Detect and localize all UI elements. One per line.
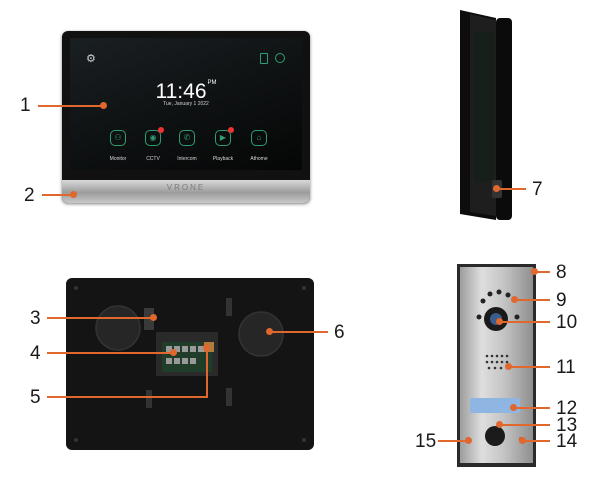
phone-icon: ✆ xyxy=(183,133,191,142)
callout-8: 8 xyxy=(556,262,567,283)
callout-dot xyxy=(505,363,512,370)
callout-dot xyxy=(203,344,210,351)
callout-line xyxy=(523,440,550,442)
callout-1: 1 xyxy=(20,95,31,116)
callout-2: 2 xyxy=(24,185,35,206)
callout-line xyxy=(47,396,208,398)
callout-11: 11 xyxy=(556,357,576,378)
callout-dot xyxy=(266,328,273,335)
monitor-screen xyxy=(70,38,302,170)
cctv-icon: ◉ xyxy=(149,133,157,142)
brand-logo: VRONE xyxy=(166,183,206,192)
callout-line xyxy=(509,366,550,368)
callout-dot xyxy=(496,318,503,325)
callout-9: 9 xyxy=(556,290,567,311)
app-playback-button: ▶ xyxy=(215,127,234,146)
app-label-playback: Playback xyxy=(212,156,234,162)
callout-13: 13 xyxy=(556,415,578,436)
notification-badge xyxy=(158,127,164,133)
callout-3: 3 xyxy=(30,308,41,329)
callout-dot xyxy=(70,191,77,198)
callout-12: 12 xyxy=(556,398,578,419)
callout-dot xyxy=(465,437,472,444)
callout-line xyxy=(47,352,173,354)
callout-6: 6 xyxy=(334,322,345,343)
sd-card-icon xyxy=(260,53,268,64)
notification-badge xyxy=(228,127,234,133)
callout-dot xyxy=(170,349,177,356)
clock-time: 11:46PM xyxy=(155,80,217,103)
callout-14: 14 xyxy=(556,431,578,452)
status-circle-icon xyxy=(275,53,285,63)
app-monitor-button: ⚇ xyxy=(110,130,126,146)
callout-dot xyxy=(511,296,518,303)
monitor-bottom-bezel xyxy=(62,180,310,203)
callout-line xyxy=(270,331,328,333)
callout-dot xyxy=(100,102,107,109)
app-label-intercom: Intercom xyxy=(177,156,197,162)
callout-line xyxy=(534,271,550,273)
callout-dot xyxy=(150,314,157,321)
monitor-person-icon: ⚇ xyxy=(114,133,122,142)
clock-date: Tue, January 1 2022 xyxy=(163,101,209,107)
callout-line xyxy=(500,321,550,323)
home-icon: ⌂ xyxy=(256,133,262,142)
app-athome-button: ⌂ xyxy=(251,130,267,146)
callout-dot xyxy=(510,404,517,411)
app-intercom-button: ✆ xyxy=(179,130,195,146)
back-panel-details xyxy=(74,286,306,442)
monitor-side-profile xyxy=(460,10,512,220)
callout-line xyxy=(516,299,550,301)
callout-dot xyxy=(519,437,526,444)
callout-dot xyxy=(493,185,500,192)
app-label-cctv: CCTV xyxy=(146,156,160,162)
callout-line xyxy=(496,188,526,190)
callout-line xyxy=(206,348,208,398)
callout-line xyxy=(500,424,550,426)
callout-line xyxy=(438,440,467,442)
callout-line xyxy=(514,407,550,409)
callout-10: 10 xyxy=(556,312,578,333)
callout-dot xyxy=(531,268,538,275)
callout-dot xyxy=(496,421,503,428)
settings-gear-icon: ⚙ xyxy=(86,53,96,65)
app-label-monitor: Monitor xyxy=(109,156,127,162)
playback-icon: ▶ xyxy=(219,133,227,142)
callout-15: 15 xyxy=(415,431,437,452)
app-cctv-button: ◉ xyxy=(145,127,164,146)
app-label-athome: Athome xyxy=(250,156,268,162)
callout-5: 5 xyxy=(30,387,41,408)
callout-4: 4 xyxy=(30,343,41,364)
callout-line xyxy=(38,105,102,107)
callout-line xyxy=(42,194,72,196)
callout-7: 7 xyxy=(532,179,543,200)
callout-line xyxy=(47,317,153,319)
